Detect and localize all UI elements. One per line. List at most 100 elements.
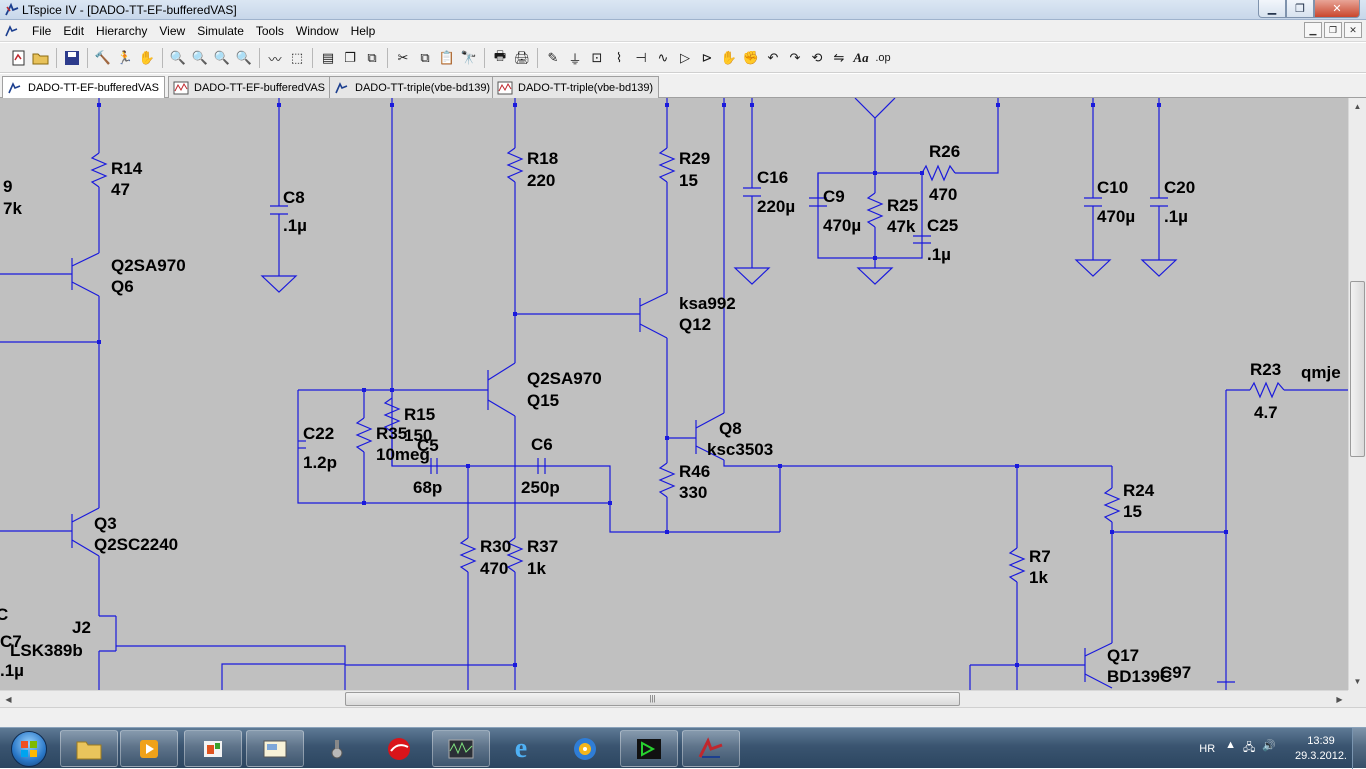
- draw-wire-icon[interactable]: ✎: [547, 50, 559, 65]
- show-desktop-button[interactable]: [1352, 728, 1366, 769]
- close-all-icon[interactable]: ⧉: [367, 50, 377, 65]
- schematic-drawing[interactable]: 9 7k R14 47 Q2SA970 Q6 C8 .1µ R18 220 R2…: [0, 98, 1348, 690]
- horizontal-scroll-thumb[interactable]: |||: [345, 692, 960, 706]
- print-setup-icon[interactable]: 🖶: [493, 48, 507, 63]
- rotate-icon[interactable]: ⟲: [811, 50, 823, 65]
- label-r18-value: 220: [527, 171, 555, 190]
- tile-horizontal-icon[interactable]: ▤: [321, 50, 335, 65]
- open-icon[interactable]: [30, 47, 52, 69]
- text-icon[interactable]: Aa: [853, 50, 869, 65]
- ltspice-app-icon[interactable]: [4, 2, 20, 18]
- menu-view[interactable]: View: [159, 24, 186, 38]
- menu-file[interactable]: File: [32, 24, 52, 38]
- schematic-canvas[interactable]: 9 7k R14 47 Q2SA970 Q6 C8 .1µ R18 220 R2…: [0, 98, 1348, 690]
- halt-icon[interactable]: ✋: [138, 50, 156, 65]
- menu-window[interactable]: Window: [295, 24, 339, 38]
- menu-items: File Edit Hierarchy View Simulate Tools …: [26, 24, 381, 38]
- menu-simulate[interactable]: Simulate: [197, 24, 244, 38]
- doc-restore-button[interactable]: ❐: [1324, 22, 1342, 38]
- tab-label: DADO-TT-triple(vbe-bd139): [355, 81, 491, 94]
- menu-tools[interactable]: Tools: [255, 24, 284, 38]
- mirror-icon[interactable]: ⇋: [833, 50, 845, 65]
- save-icon[interactable]: [61, 47, 83, 69]
- menu-help[interactable]: Help: [350, 24, 376, 38]
- doc-close-button[interactable]: ✕: [1344, 22, 1362, 38]
- new-schematic-icon[interactable]: [8, 47, 30, 69]
- taskbar-internet-explorer[interactable]: e: [492, 730, 550, 767]
- move-icon[interactable]: ✋: [720, 50, 738, 65]
- taskbar-mail[interactable]: [246, 730, 304, 767]
- horizontal-scrollbar[interactable]: ◀ ||| ▶: [0, 690, 1348, 707]
- clock[interactable]: 13:39 29.3.2012.: [1290, 734, 1352, 764]
- label-r30-value: 470: [480, 559, 508, 578]
- restore-button[interactable]: ❐: [1286, 0, 1314, 18]
- start-button[interactable]: [4, 729, 54, 768]
- copy-icon[interactable]: ⧉: [420, 50, 430, 65]
- language-indicator[interactable]: HR: [1199, 742, 1216, 755]
- windows-taskbar: e HR ▲ 🖧 🔊 13:39 29.3.2012.: [0, 727, 1366, 769]
- menu-hierarchy[interactable]: Hierarchy: [96, 24, 148, 38]
- taskbar-ltspice[interactable]: [682, 730, 740, 767]
- tab-schematic-2[interactable]: DADO-TT-triple(vbe-bd139): [329, 76, 497, 98]
- spice-directive-icon[interactable]: .op: [875, 52, 891, 64]
- print-icon[interactable]: 🖨: [513, 50, 531, 65]
- resistor-icon[interactable]: ⌇: [615, 50, 623, 65]
- label-r37-value: 1k: [527, 559, 546, 578]
- ground-icon[interactable]: ⏚: [568, 51, 582, 67]
- autoscale-icon[interactable]: 〰: [268, 51, 282, 67]
- close-button[interactable]: ✕: [1314, 0, 1360, 18]
- taskbar-office[interactable]: [184, 730, 242, 767]
- cascade-icon[interactable]: ❐: [344, 50, 356, 65]
- taskbar-security[interactable]: [370, 730, 428, 767]
- taskbar-tool[interactable]: [308, 730, 366, 767]
- find-icon[interactable]: 🔭: [460, 50, 478, 65]
- label-r7: R7: [1029, 547, 1051, 566]
- diode-icon[interactable]: ▷: [680, 50, 690, 65]
- vertical-scroll-thumb[interactable]: [1350, 281, 1365, 457]
- taskbar-ltspice-waveform[interactable]: [620, 730, 678, 767]
- label-9: 9: [3, 177, 12, 196]
- tool-icon: [331, 739, 343, 758]
- undo-icon[interactable]: ↶: [767, 50, 779, 65]
- vertical-scrollbar[interactable]: ▲ ▼: [1348, 98, 1366, 690]
- scroll-left-icon[interactable]: ◀: [5, 695, 12, 704]
- tab-schematic-1[interactable]: DADO-TT-EF-bufferedVAS: [2, 76, 166, 99]
- delete-trace-icon[interactable]: ⬚: [290, 50, 304, 65]
- taskbar-media[interactable]: [556, 730, 614, 767]
- redo-icon[interactable]: ↷: [789, 50, 801, 65]
- tab-waveform-1[interactable]: DADO-TT-EF-bufferedVAS: [168, 76, 332, 98]
- cut-icon[interactable]: ✂: [397, 50, 409, 65]
- volume-icon[interactable]: 🔊: [1262, 740, 1276, 752]
- taskbar-oscilloscope[interactable]: [432, 730, 490, 767]
- scroll-right-icon[interactable]: ▶: [1336, 695, 1343, 704]
- run-icon[interactable]: 🏃: [116, 50, 134, 65]
- zoom-fit-icon[interactable]: 🔍: [235, 50, 253, 65]
- zoom-pan-icon[interactable]: 🔍: [191, 50, 209, 65]
- menu-edit[interactable]: Edit: [63, 24, 85, 38]
- label-r24-value: 15: [1123, 502, 1142, 521]
- component-icon[interactable]: ⊳: [701, 50, 713, 65]
- scroll-down-icon[interactable]: ▼: [1353, 677, 1362, 686]
- doc-minimize-button[interactable]: ▁: [1304, 22, 1322, 38]
- waveform-tab-icon: [173, 81, 189, 94]
- minimize-button[interactable]: ▁: [1258, 0, 1286, 18]
- inductor-icon[interactable]: ∿: [657, 50, 669, 65]
- label-net-icon[interactable]: ⊡: [591, 50, 603, 65]
- taskbar-explorer[interactable]: [60, 730, 118, 767]
- zoom-in-icon[interactable]: 🔍: [169, 50, 187, 65]
- tab-waveform-2[interactable]: DADO-TT-triple(vbe-bd139): [492, 76, 660, 98]
- network-icon[interactable]: 🖧: [1243, 742, 1256, 754]
- document-system-icon[interactable]: [4, 24, 20, 38]
- scroll-up-icon[interactable]: ▲: [1353, 102, 1362, 111]
- capacitor-icon[interactable]: ⊣: [635, 50, 647, 65]
- drag-icon[interactable]: ✊: [742, 50, 760, 65]
- media-icon: [574, 737, 596, 760]
- tab-label: DADO-TT-EF-bufferedVAS: [28, 82, 160, 94]
- show-hidden-icons-icon[interactable]: ▲: [1225, 739, 1237, 751]
- taskbar-media-player[interactable]: [120, 730, 178, 767]
- label-c6-value: 250p: [521, 478, 560, 497]
- control-panel-icon[interactable]: 🔨: [94, 50, 112, 65]
- zoom-out-icon[interactable]: 🔍: [213, 50, 231, 65]
- scroll-corner: [1348, 690, 1366, 707]
- paste-icon[interactable]: 📋: [438, 50, 456, 65]
